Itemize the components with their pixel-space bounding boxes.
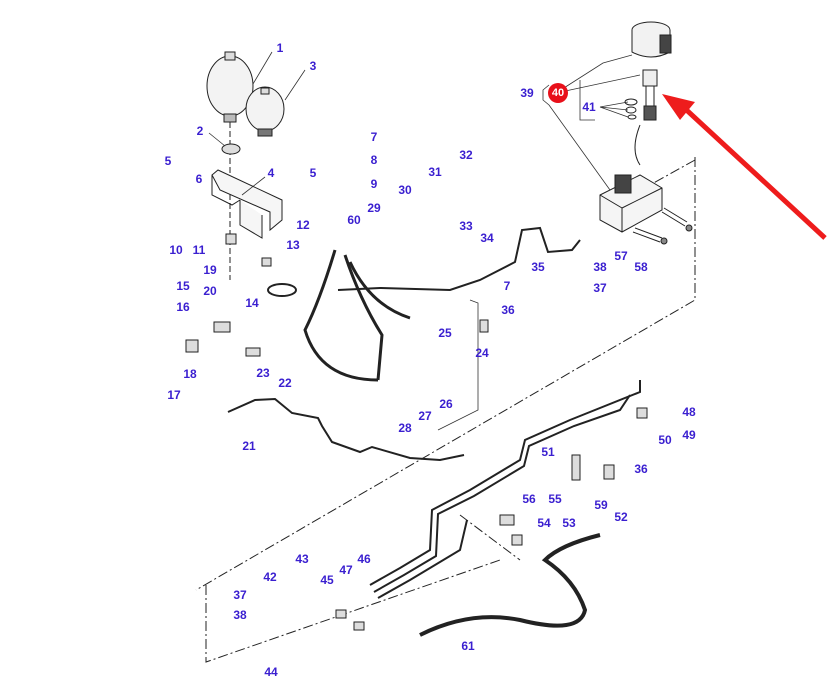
part-callout-27[interactable]: 27 [418, 409, 432, 423]
part-callout-60[interactable]: 60 [347, 213, 361, 227]
part-callout-57[interactable]: 57 [614, 249, 628, 263]
nut [221, 143, 241, 155]
pipe-21 [227, 397, 465, 462]
part-callout-20[interactable]: 20 [203, 284, 217, 298]
part-callout-61[interactable]: 61 [461, 639, 475, 653]
part-callout-3[interactable]: 3 [309, 59, 317, 73]
part-callout-36[interactable]: 36 [501, 303, 515, 317]
part-callout-47[interactable]: 47 [339, 563, 353, 577]
part-callout-8[interactable]: 8 [370, 153, 378, 167]
part-callout-23[interactable]: 23 [256, 366, 270, 380]
part-callout-46[interactable]: 46 [357, 552, 371, 566]
part-callout-55[interactable]: 55 [548, 492, 562, 506]
part-callout-45[interactable]: 45 [320, 573, 334, 587]
part-callout-48[interactable]: 48 [682, 405, 696, 419]
part-callout-5[interactable]: 5 [309, 166, 317, 180]
part-callout-7[interactable]: 7 [370, 130, 378, 144]
part-callout-38[interactable]: 38 [593, 260, 607, 274]
part-callout-29[interactable]: 29 [367, 201, 381, 215]
part-callout-37[interactable]: 37 [593, 281, 607, 295]
part-callout-35[interactable]: 35 [531, 260, 545, 274]
hose-assembly [303, 249, 411, 382]
part-callout-5[interactable]: 5 [164, 154, 172, 168]
part-callout-26[interactable]: 26 [439, 397, 453, 411]
pipe-bundle [369, 380, 641, 599]
mounting-bracket [211, 169, 283, 232]
part-callout-53[interactable]: 53 [562, 516, 576, 530]
part-callout-15[interactable]: 15 [176, 279, 190, 293]
part-callout-54[interactable]: 54 [537, 516, 551, 530]
part-callout-51[interactable]: 51 [541, 445, 555, 459]
part-callout-12[interactable]: 12 [296, 218, 310, 232]
accumulator-large [206, 51, 254, 123]
part-callout-30[interactable]: 30 [398, 183, 412, 197]
part-callout-49[interactable]: 49 [682, 428, 696, 442]
part-callout-6[interactable]: 6 [195, 172, 203, 186]
accumulator-small [245, 86, 285, 137]
part-callout-16[interactable]: 16 [176, 300, 190, 314]
assembly-boundary [195, 157, 696, 663]
red-arrow-icon [662, 94, 827, 240]
valve-block [599, 174, 663, 233]
part-callout-31[interactable]: 31 [428, 165, 442, 179]
part-callout-56[interactable]: 56 [522, 492, 536, 506]
part-callout-59[interactable]: 59 [594, 498, 608, 512]
part-callout-4[interactable]: 4 [267, 166, 275, 180]
part-callout-37[interactable]: 37 [233, 588, 247, 602]
part-callout-33[interactable]: 33 [459, 219, 473, 233]
part-callout-9[interactable]: 9 [370, 177, 378, 191]
part-callout-18[interactable]: 18 [183, 367, 197, 381]
part-callout-42[interactable]: 42 [263, 570, 277, 584]
pipe-35 [337, 226, 581, 292]
part-callout-19[interactable]: 19 [203, 263, 217, 277]
part-callout-2[interactable]: 2 [196, 124, 204, 138]
part-callout-21[interactable]: 21 [242, 439, 256, 453]
part-callout-36[interactable]: 36 [634, 462, 648, 476]
part-callout-1[interactable]: 1 [276, 41, 284, 55]
part-callout-58[interactable]: 58 [634, 260, 648, 274]
part-callout-50[interactable]: 50 [658, 433, 672, 447]
cartridge-valve [642, 69, 658, 121]
part-callout-34[interactable]: 34 [480, 231, 494, 245]
part-callout-38[interactable]: 38 [233, 608, 247, 622]
part-callout-43[interactable]: 43 [295, 552, 309, 566]
part-callout-28[interactable]: 28 [398, 421, 412, 435]
part-callout-32[interactable]: 32 [459, 148, 473, 162]
part-callout-41[interactable]: 41 [582, 100, 596, 114]
part-callout-10[interactable]: 10 [169, 243, 183, 257]
part-callout-44[interactable]: 44 [264, 665, 278, 679]
part-callout-14[interactable]: 14 [245, 296, 259, 310]
part-callout-7[interactable]: 7 [503, 279, 511, 293]
part-callout-17[interactable]: 17 [167, 388, 181, 402]
part-callout-24[interactable]: 24 [475, 346, 489, 360]
hose-61 [419, 533, 601, 637]
solenoid-coil [631, 21, 672, 58]
part-callout-11[interactable]: 11 [192, 243, 206, 257]
part-callout-13[interactable]: 13 [286, 238, 300, 252]
part-callout-25[interactable]: 25 [438, 326, 452, 340]
part-callout-39[interactable]: 39 [520, 86, 534, 100]
part-callout-22[interactable]: 22 [278, 376, 292, 390]
part-callout-52[interactable]: 52 [614, 510, 628, 524]
highlighted-part-badge[interactable]: 40 [548, 83, 568, 103]
